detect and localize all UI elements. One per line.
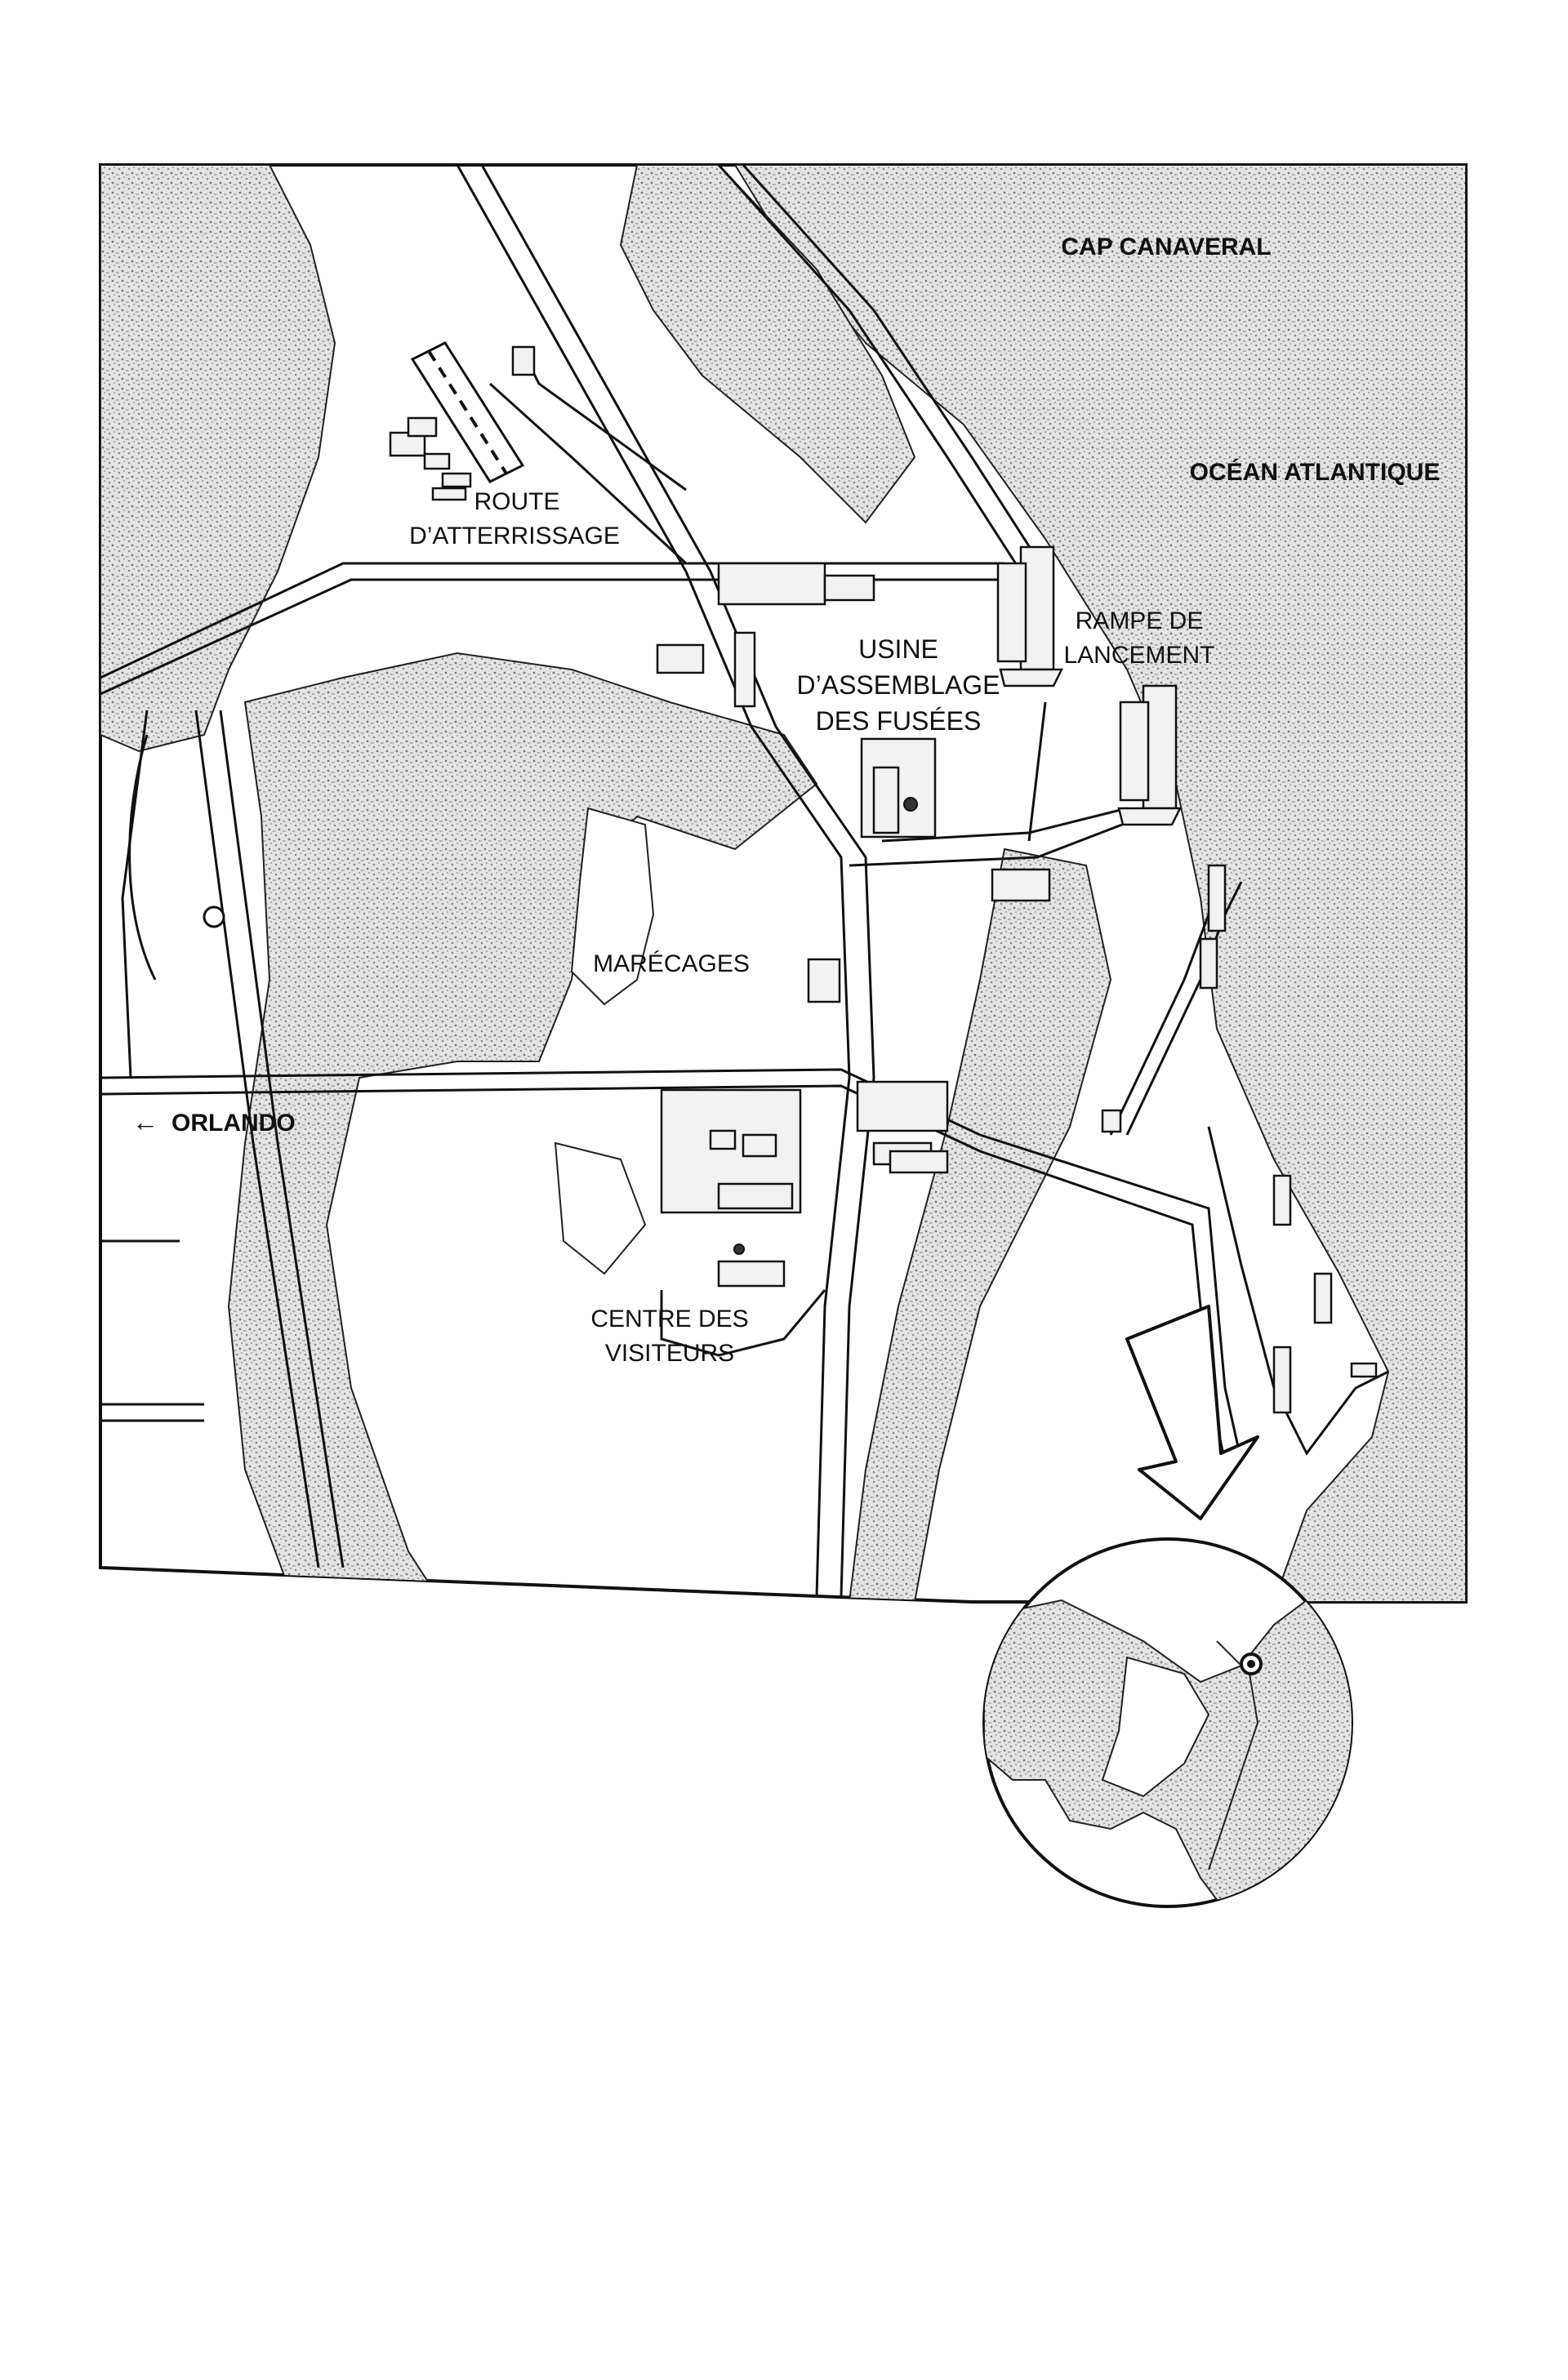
label-marsh: MARÉCAGES xyxy=(593,950,750,977)
label-visitors-line2: VISITEURS xyxy=(605,1340,734,1367)
location-pin-icon xyxy=(1240,1653,1263,1675)
ocean-area xyxy=(733,165,1466,1602)
inset-coastline xyxy=(1208,1640,1259,1871)
buildings xyxy=(389,345,1378,1414)
indian-river xyxy=(227,652,818,1602)
map-labels: CAP CANAVERAL OCÉAN ATLANTIQUE ROUTE D’A… xyxy=(132,234,1440,1367)
label-launch-line1: RAMPE DE xyxy=(1076,607,1204,634)
orlando-arrow-icon: ← xyxy=(132,1107,158,1137)
main-map: CAP CANAVERAL OCÉAN ATLANTIQUE ROUTE D’A… xyxy=(99,163,1468,1604)
label-visitors-line1: CENTRE DES xyxy=(590,1306,748,1332)
inset-locator xyxy=(982,1305,1353,1908)
landing-runway xyxy=(410,341,525,483)
visitor-islands xyxy=(554,1141,647,1275)
roundabout xyxy=(203,905,225,928)
label-cap-canaveral: CAP CANAVERAL xyxy=(1061,234,1271,260)
lagoon-area xyxy=(619,165,916,524)
label-ocean: OCÉAN ATLANTIQUE xyxy=(1190,458,1441,486)
label-vab-line3: DES FUSÉES xyxy=(816,706,982,736)
west-water xyxy=(100,165,336,753)
locator-arrow xyxy=(1125,1305,1259,1520)
label-runway-line2: D’ATTERRISSAGE xyxy=(409,523,620,549)
label-orlando: ORLANDO xyxy=(172,1110,296,1137)
label-launch-line2: LANCEMENT xyxy=(1063,642,1214,669)
label-runway-line1: ROUTE xyxy=(474,488,560,515)
label-vab-line2: D’ASSEMBLAGE xyxy=(797,670,1000,700)
launch-pad-b xyxy=(1117,684,1183,826)
launch-pad-a xyxy=(996,545,1064,687)
inset-land-peninsula xyxy=(1101,1656,1210,1798)
marsh-island xyxy=(570,807,655,1006)
label-vab-line1: USINE xyxy=(858,634,938,664)
